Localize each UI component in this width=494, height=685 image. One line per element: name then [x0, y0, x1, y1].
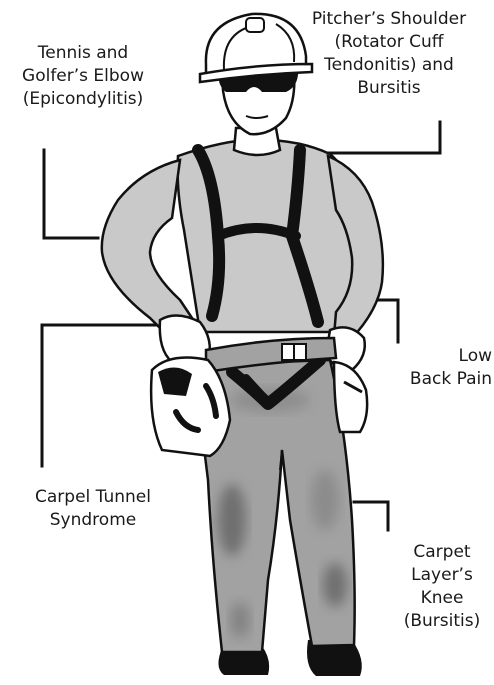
carpal-label-line-1: Carpel Tunnel	[10, 486, 176, 509]
shoulder-label-line-4: Bursitis	[286, 77, 492, 100]
knee-label-line-3: Knee	[392, 587, 492, 610]
back-label: Low Back Pain	[408, 345, 492, 391]
elbow-label-line-2: Golfer’s Elbow	[8, 65, 158, 88]
elbow-label-line-3: (Epicondylitis)	[8, 88, 158, 111]
knee-leader-line	[354, 502, 388, 530]
carpal-leader-line	[42, 325, 160, 466]
back-label-line-2: Back Pain	[408, 368, 492, 391]
back-label-line-1: Low	[408, 345, 492, 368]
shirt	[102, 140, 383, 338]
knee-label-line-2: Layer’s	[392, 564, 492, 587]
carpal-label-line-2: Syndrome	[10, 509, 176, 532]
knee-label: Carpet Layer’s Knee (Bursitis)	[392, 541, 492, 633]
shoulder-label: Pitcher’s Shoulder (Rotator Cuff Tendoni…	[286, 8, 492, 100]
knee-label-line-1: Carpet	[392, 541, 492, 564]
carpal-label: Carpel Tunnel Syndrome	[10, 486, 176, 532]
shoulder-label-line-3: Tendonitis) and	[286, 54, 492, 77]
knee-label-line-4: (Bursitis)	[392, 610, 492, 633]
shoulder-label-line-2: (Rotator Cuff	[286, 31, 492, 54]
elbow-label-line-1: Tennis and	[8, 42, 158, 65]
shoulder-leader-line	[320, 122, 440, 153]
elbow-label: Tennis and Golfer’s Elbow (Epicondylitis…	[8, 42, 158, 111]
shoulder-label-line-1: Pitcher’s Shoulder	[286, 8, 492, 31]
elbow-leader-line	[44, 150, 98, 238]
